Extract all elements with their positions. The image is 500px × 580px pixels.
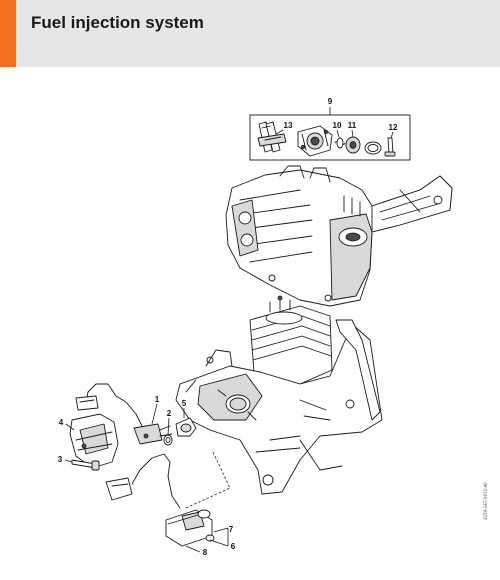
gasket-ring [364,141,382,155]
callout-11: 11 [348,121,357,130]
sensor-harness [105,453,181,509]
part-6-sensor-module [165,509,215,547]
callout-brackets-6-7-8 [185,527,229,553]
part-10-spring [334,129,346,149]
part-2-o-ring [163,417,173,446]
exploded-parts-diagram: 9 13 10 11 12 1 2 5 4 3 7 6 8 [58,97,453,557]
part-13-bracket [257,121,287,153]
part-10-injector-body [297,125,333,157]
document-code: 4259-GET-0615-A0 [483,482,488,520]
part-4-control-module [65,413,119,469]
part-5-manifold [175,408,197,437]
callout-7: 7 [229,525,234,534]
callout-3: 3 [58,455,63,464]
part-3-screw [64,459,100,471]
callout-6: 6 [231,542,236,551]
callout-5: 5 [182,399,187,408]
page-title: Fuel injection system [31,13,204,32]
wiring-harness-1 [75,383,173,445]
engine-block [175,295,383,495]
tank-housing [225,165,453,307]
part-12-screw [384,131,396,157]
callout-9: 9 [328,97,333,106]
callout-12: 12 [389,123,398,132]
callout-10: 10 [333,121,342,130]
callout-13: 13 [284,121,293,130]
header-bar: Fuel injection system [0,0,500,67]
header-accent-stripe [0,0,16,67]
callout-4: 4 [59,418,64,427]
callout-1: 1 [155,395,160,404]
callout-2: 2 [167,409,172,418]
callout-8: 8 [203,548,208,557]
part-11-seal [345,129,361,154]
